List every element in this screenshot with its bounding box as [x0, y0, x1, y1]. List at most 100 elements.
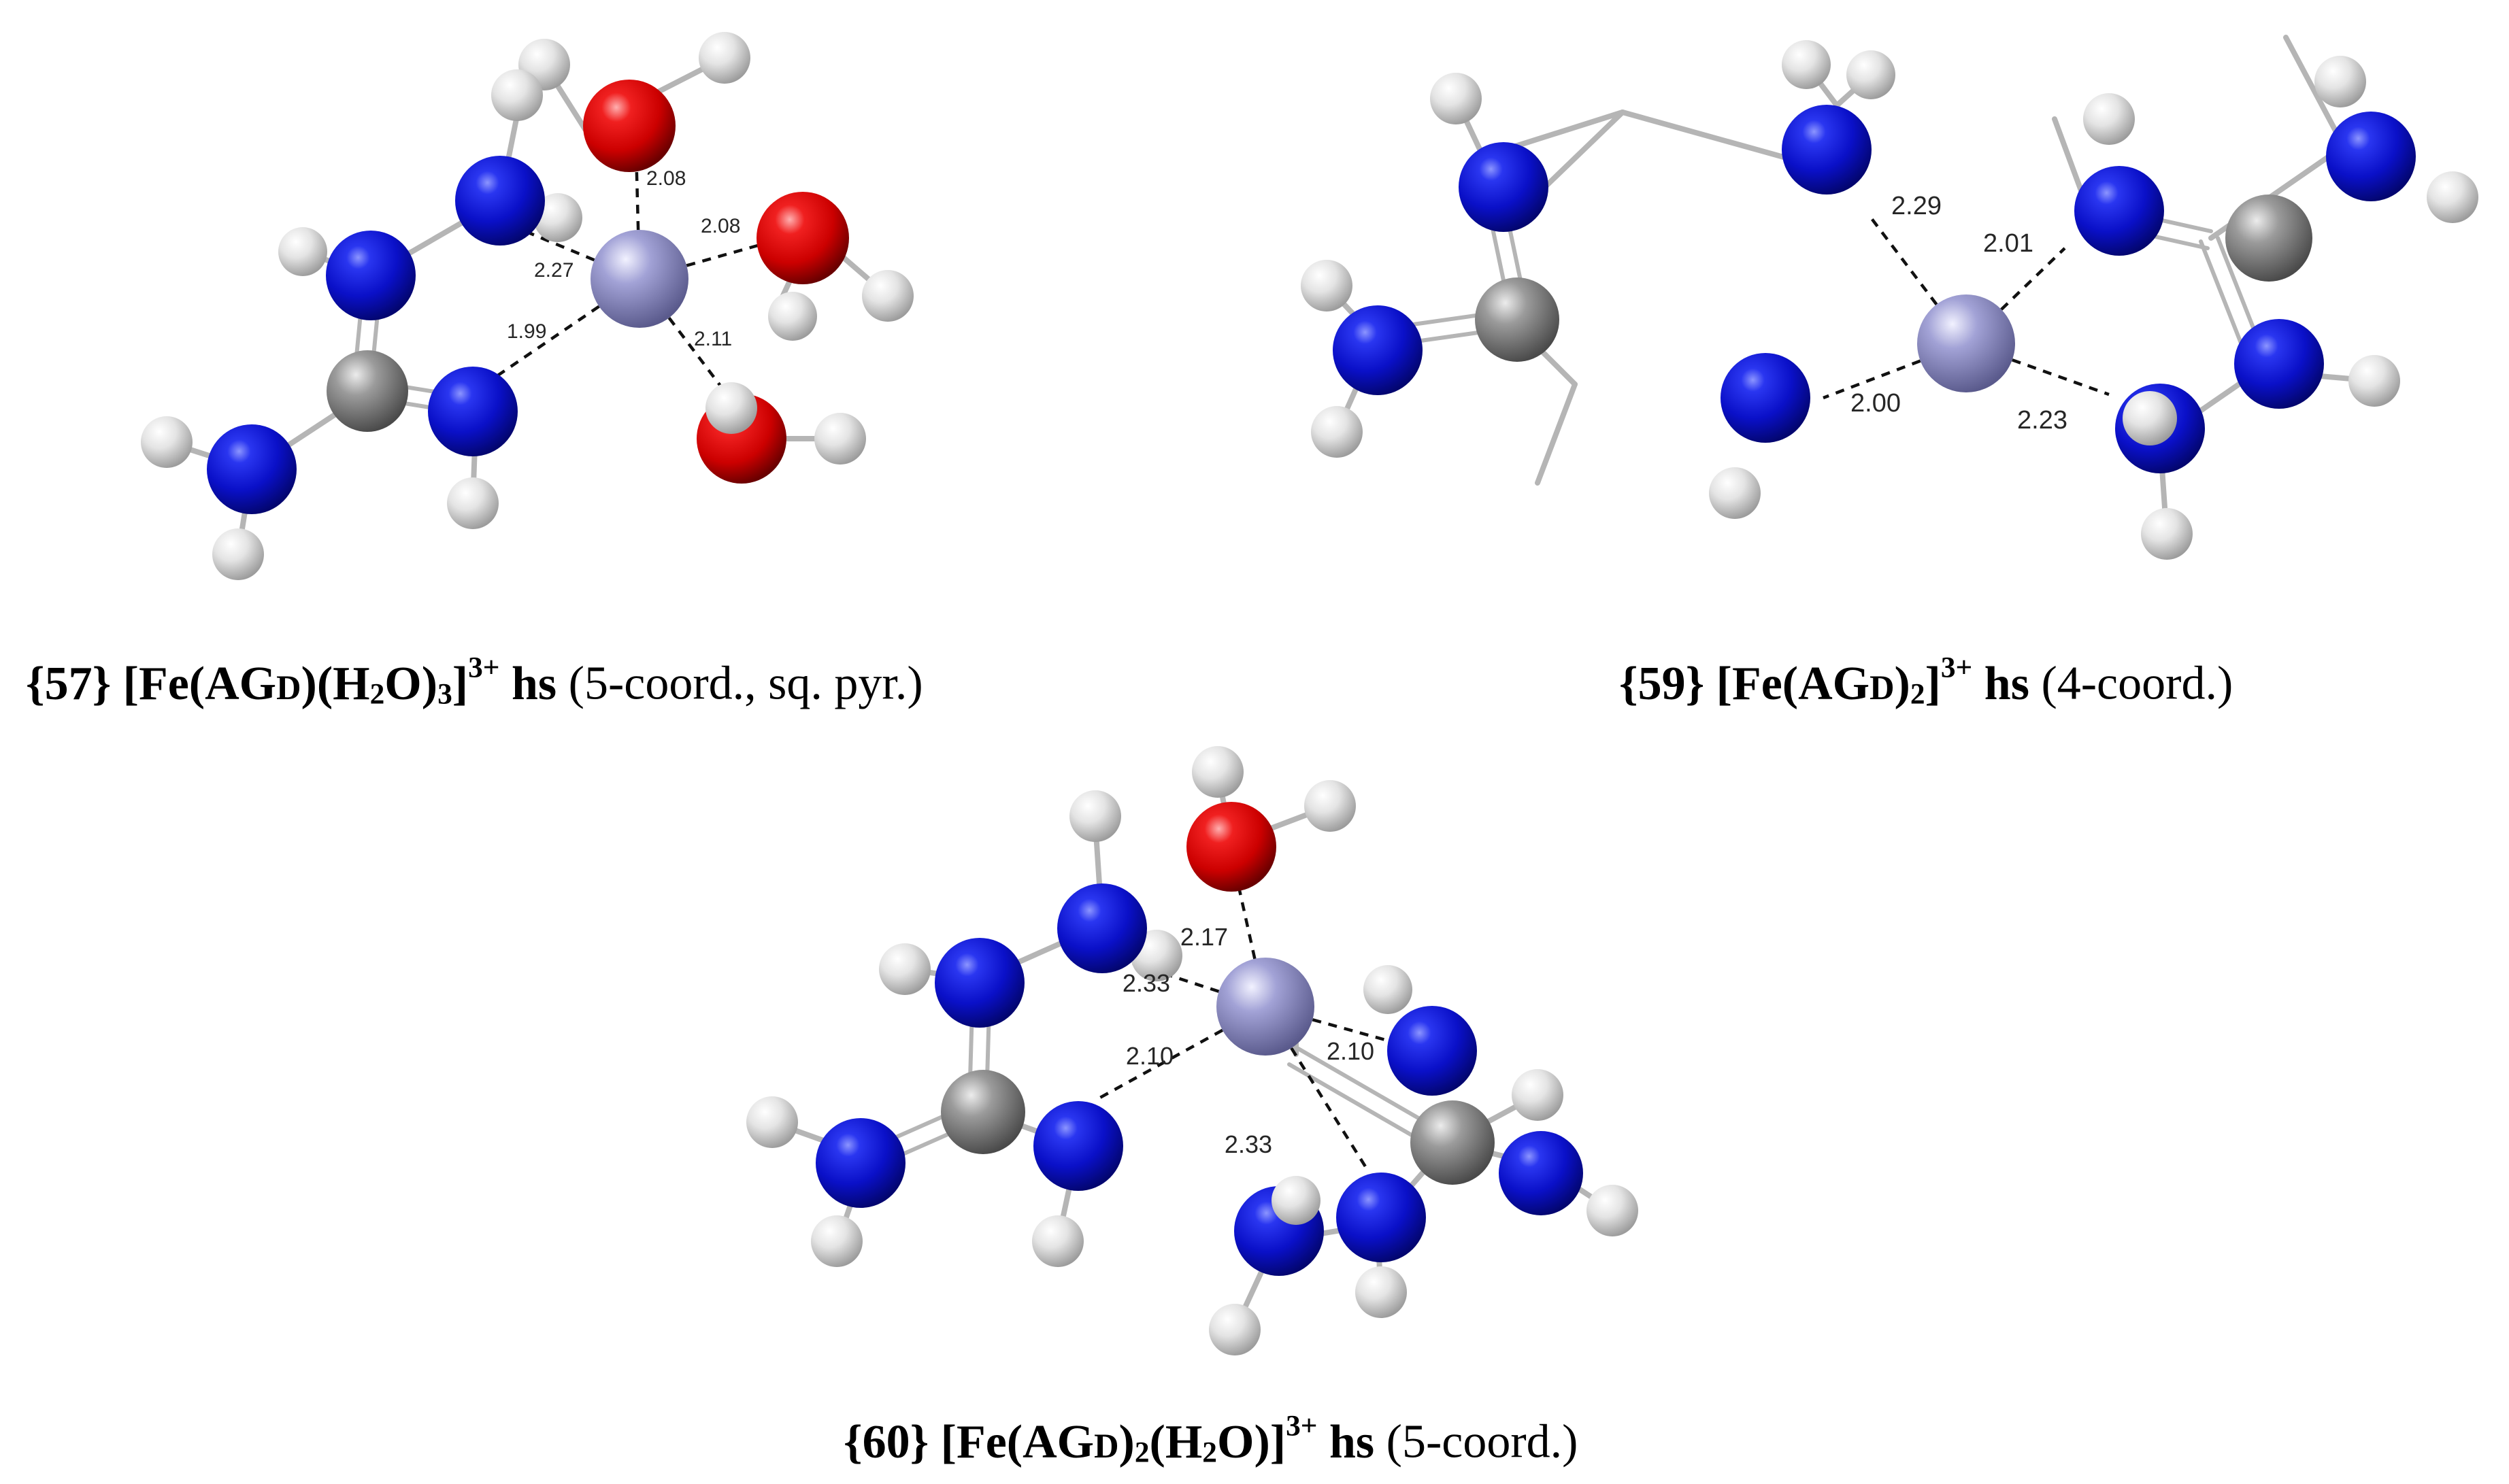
hydrogen-atom [1304, 780, 1356, 832]
nitrogen-atom [1499, 1131, 1583, 1215]
hydrogen-atom [491, 69, 543, 121]
hydrogen-atom [1782, 40, 1831, 89]
distance-label: 2.10 [1327, 1037, 1374, 1065]
distance-label: 2.33 [1225, 1130, 1272, 1158]
distance-label: 2.01 [1983, 229, 2033, 258]
nitrogen-atom [455, 156, 545, 246]
hydrogen-atom [2083, 93, 2135, 145]
distance-label: 2.08 [701, 215, 740, 237]
carbon-atom [941, 1070, 1025, 1154]
structure-57-model: 2.08 2.08 2.27 1.99 2.11 [141, 32, 914, 580]
carbon-atom [1410, 1100, 1495, 1185]
iron-atom [1917, 294, 2015, 392]
hydrogen-atom [814, 413, 866, 465]
structure-60-model: 2.17 2.33 2.10 2.10 2.33 [746, 746, 1638, 1355]
structure-59-panel: 2.29 2.01 2.00 2.23 [1301, 0, 2509, 598]
nitrogen-atom [1033, 1101, 1123, 1191]
distance-label: 2.23 [2017, 406, 2067, 435]
distance-label: 1.99 [507, 320, 546, 343]
carbon-atom [327, 350, 408, 432]
coord-bond [638, 277, 736, 406]
geometry-label: (4-coord.) [2041, 657, 2233, 710]
hydrogen-atom [1586, 1185, 1638, 1236]
nitrogen-atom [207, 424, 297, 514]
hydrogen-atom [1512, 1069, 1563, 1121]
hydrogen-atom [2348, 355, 2400, 407]
distance-label: 2.27 [534, 259, 574, 282]
carbon-atom [2225, 195, 2312, 282]
distance-label: 2.11 [694, 328, 732, 350]
geometry-label: (5-coord., sq. pyr.) [568, 657, 923, 710]
spin-state: hs [512, 657, 557, 710]
caption-60: {60} [Fe(AGD)2(H2O)]3+ hs (5-coord.) [844, 1409, 1578, 1469]
hydrogen-atom [1192, 746, 1244, 798]
hydrogen-atom [2314, 56, 2366, 107]
oxygen-atom [757, 192, 849, 284]
nitrogen-atom [2074, 166, 2164, 256]
hydrogen-atom [447, 477, 499, 529]
oxygen-atom [1186, 802, 1276, 892]
nitrogen-atom [1782, 105, 1872, 195]
nitrogen-atom [326, 231, 416, 320]
caption-59: {59} [Fe(AGD)2]3+ hs (4-coord.) [1619, 651, 2233, 711]
hydrogen-atom [278, 227, 327, 276]
spin-state: hs [1984, 657, 2029, 710]
distance-label: 2.17 [1180, 923, 1228, 951]
structure-id: {60} [844, 1415, 929, 1468]
hydrogen-atom [1069, 790, 1121, 842]
hydrogen-atom [2123, 391, 2177, 445]
distance-label: 2.33 [1123, 969, 1170, 997]
nitrogen-atom [1459, 142, 1548, 232]
nitrogen-atom [1336, 1173, 1426, 1262]
hydrogen-atom [1032, 1215, 1084, 1267]
distance-label: 2.10 [1126, 1042, 1174, 1070]
hydrogen-atom [768, 292, 817, 341]
geometry-label: (5-coord.) [1386, 1415, 1578, 1468]
distance-label: 2.00 [1850, 389, 1901, 418]
caption-57: {57} [Fe(AGD)(H2O)3]3+ hs (5-coord., sq.… [26, 651, 923, 711]
hydrogen-atom [1363, 965, 1412, 1014]
hydrogen-atom [1709, 467, 1761, 519]
iron-atom [1216, 958, 1314, 1056]
structure-57-panel: 2.08 2.08 2.27 1.99 2.11 [0, 0, 1020, 598]
hydrogen-atom [1846, 50, 1895, 99]
structure-59-model: 2.29 2.01 2.00 2.23 [1301, 35, 2478, 560]
nitrogen-atom [816, 1118, 905, 1208]
coord-bond [488, 277, 641, 382]
structure-id: {59} [1619, 657, 1705, 710]
structure-id: {57} [26, 657, 112, 710]
hydrogen-atom [879, 943, 931, 995]
spin-state: hs [1329, 1415, 1375, 1468]
nitrogen-atom [1721, 353, 1810, 443]
hydrogen-atom [746, 1096, 798, 1148]
nitrogen-atom [1387, 1006, 1477, 1096]
nitrogen-atom [1333, 305, 1423, 395]
oxygen-atom [583, 80, 676, 172]
nitrogen-atom [428, 367, 518, 456]
hydrogen-atom [1209, 1304, 1261, 1355]
hydrogen-atom [1272, 1176, 1320, 1225]
iron-atom [591, 230, 688, 328]
structure-60-panel: 2.17 2.33 2.10 2.10 2.33 [680, 746, 1837, 1360]
distance-label: 2.08 [646, 167, 686, 190]
hydrogen-atom [1311, 406, 1363, 458]
hydrogen-atom [1301, 260, 1352, 311]
hydrogen-atom [1355, 1266, 1407, 1318]
hydrogen-atom [705, 382, 757, 434]
hydrogen-atom [862, 270, 914, 322]
hydrogen-atom [1430, 73, 1482, 124]
hydrogen-atom [2427, 171, 2478, 223]
hydrogen-atom [141, 416, 193, 468]
hydrogen-atom [699, 32, 750, 84]
nitrogen-atom [2326, 112, 2416, 201]
carbon-atom [1475, 277, 1559, 362]
hydrogen-atom [811, 1215, 863, 1267]
distance-label: 2.29 [1891, 192, 1942, 220]
hydrogen-atom [212, 528, 264, 580]
hydrogen-atom [2141, 508, 2193, 560]
nitrogen-atom [935, 938, 1025, 1028]
nitrogen-atom [1057, 883, 1147, 973]
hydrogen-atom [533, 193, 582, 242]
nitrogen-atom [2234, 319, 2324, 409]
coord-bond [1870, 216, 1967, 345]
